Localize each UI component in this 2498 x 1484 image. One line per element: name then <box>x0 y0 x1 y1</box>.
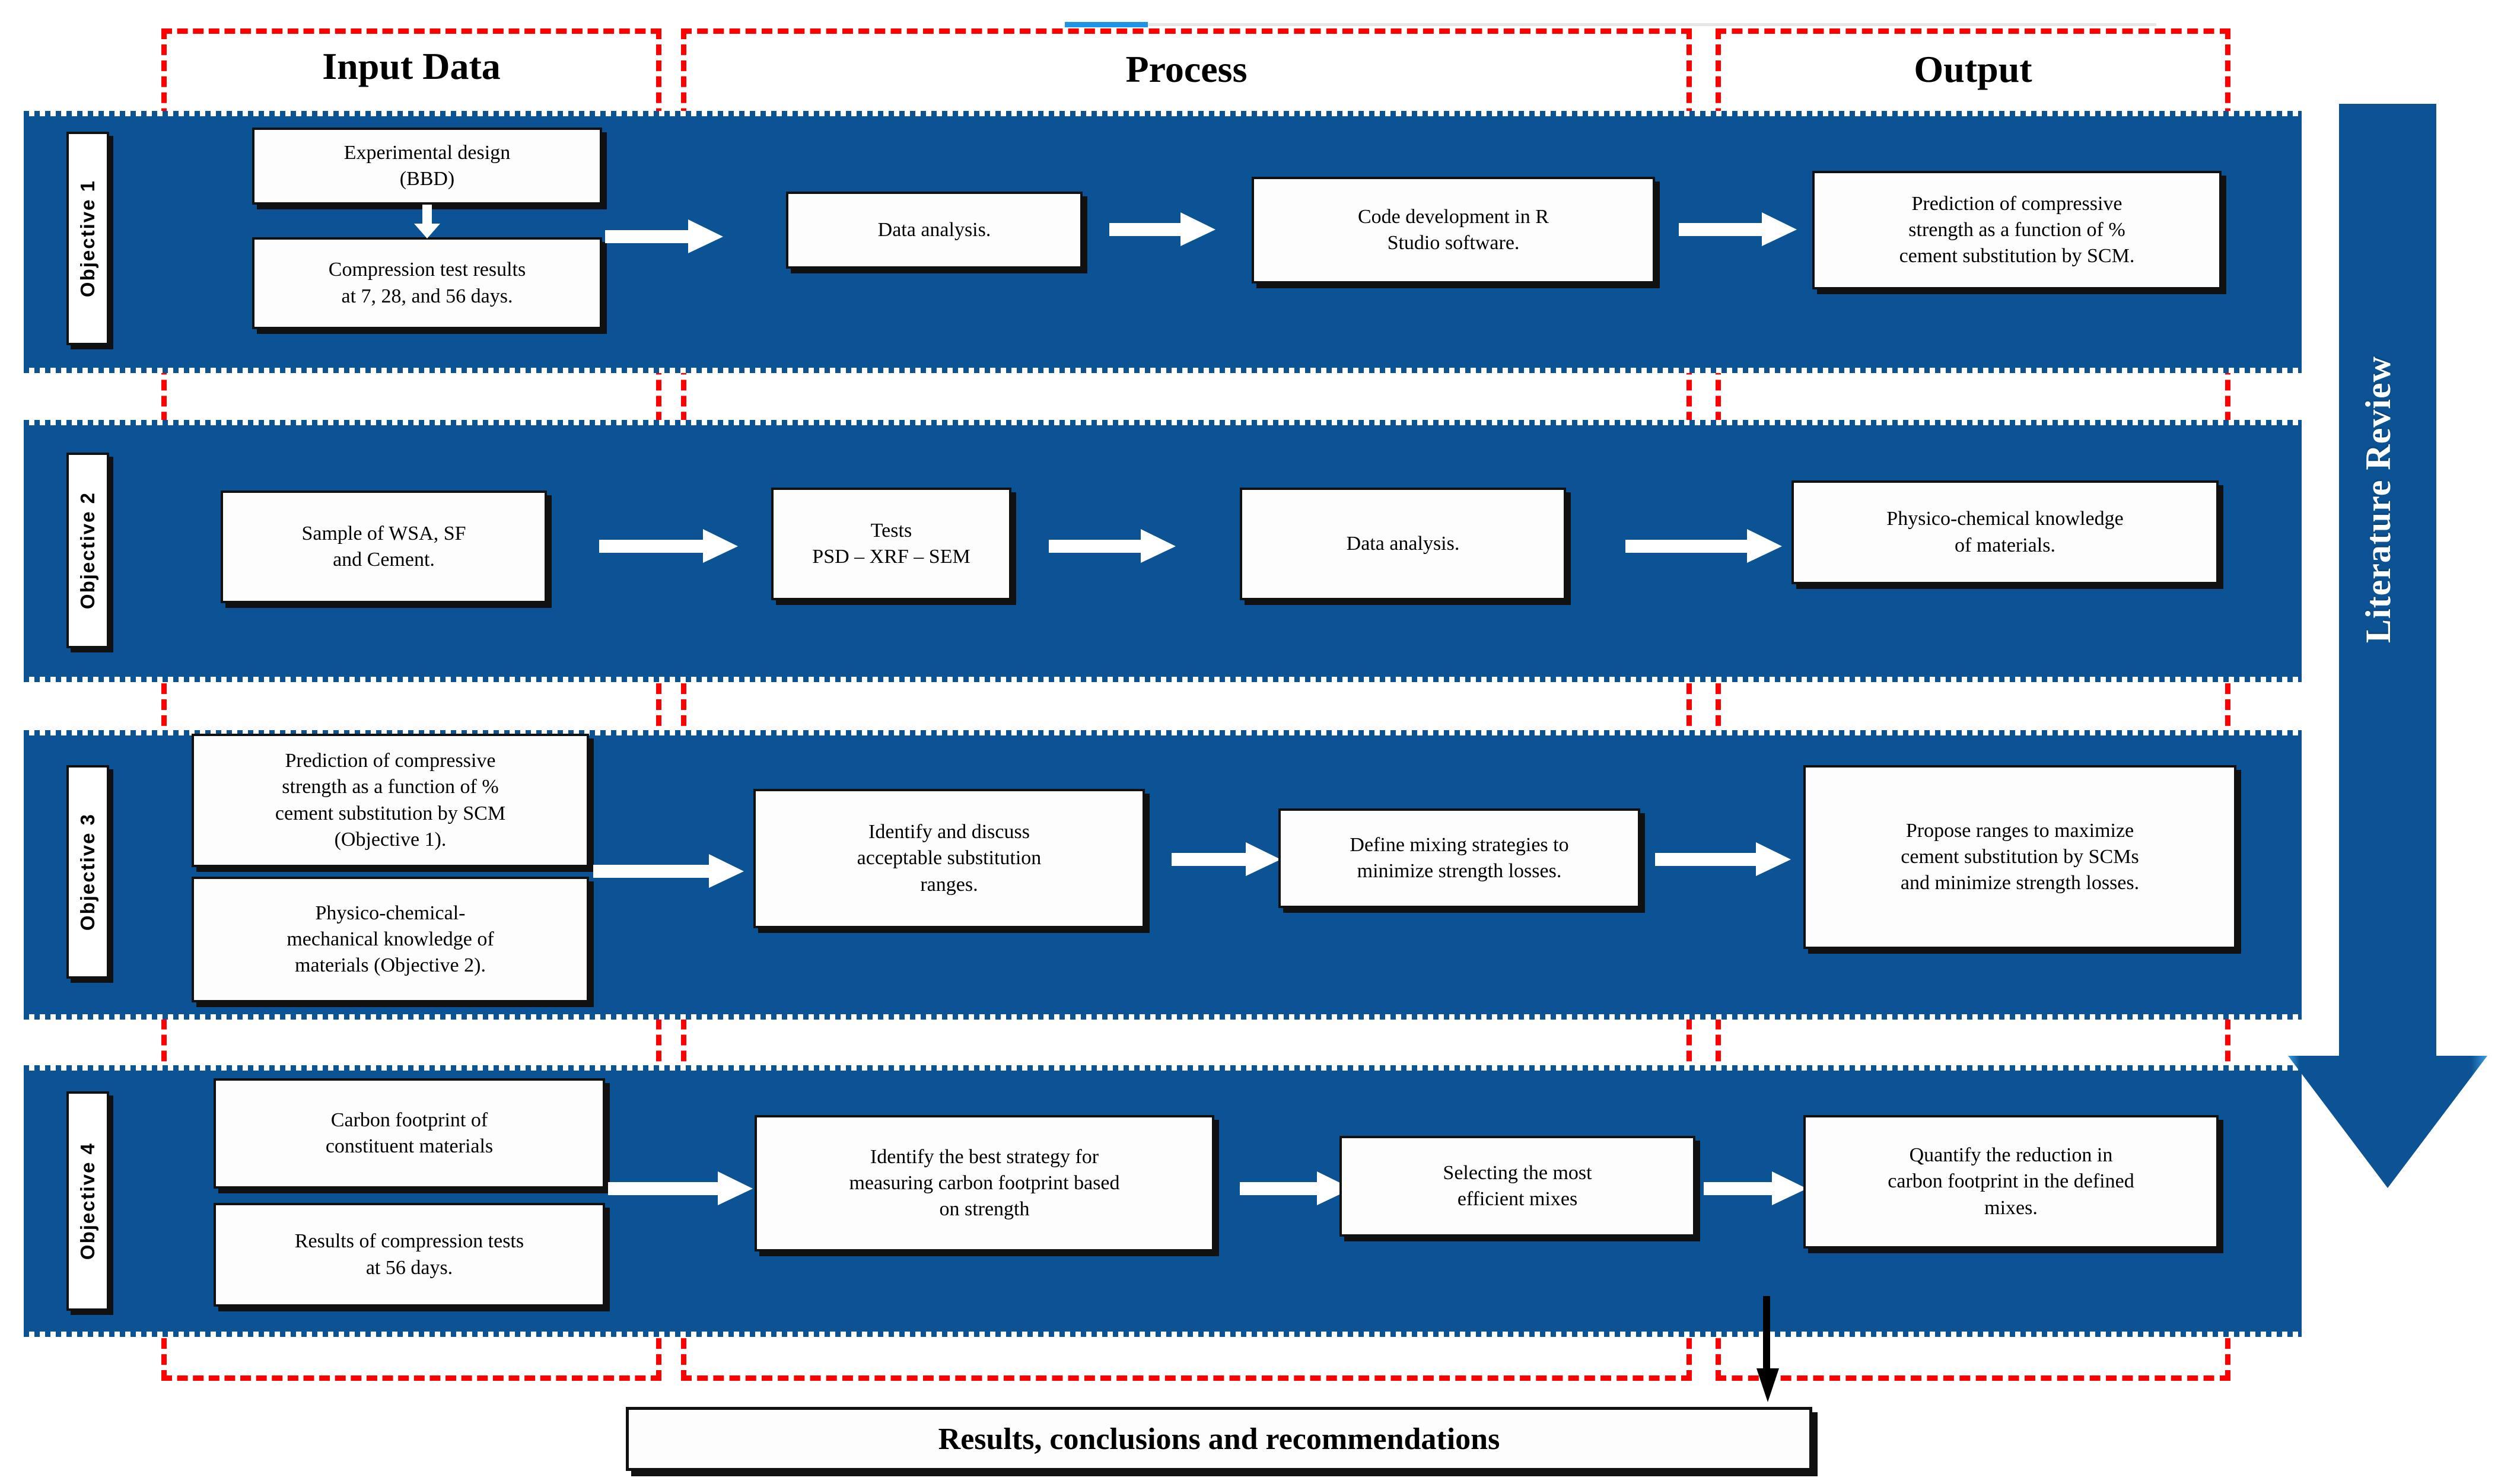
row2-arrow-process-1-to-2 <box>1049 529 1176 563</box>
row1-input-internal-down-arrow <box>409 205 445 239</box>
row1-arrow-process-1-to-2 <box>1109 212 1216 247</box>
objective-1-band-bottom-edge <box>24 368 2302 373</box>
row2-output-box-1: Physico-chemical knowledge of materials. <box>1791 480 2219 584</box>
row2-process-box-2: Data analysis. <box>1240 488 1566 600</box>
row1-output-box-1: Prediction of compressive strength as a … <box>1812 171 2222 289</box>
row4-input-box-2: Results of compression tests at 56 days. <box>214 1203 605 1307</box>
row1-arrow-process-to-output <box>1679 212 1797 247</box>
row1-process-box-1: Data analysis. <box>786 192 1083 269</box>
column-title-output: Output <box>1914 48 2032 90</box>
objective-1-label-chip: Objective 1 <box>66 132 109 345</box>
objective-4-band-top-edge <box>24 1065 2302 1071</box>
row3-input-box-1: Prediction of compressive strength as a … <box>192 734 589 867</box>
column-title-process: Process <box>1125 48 1248 90</box>
row4-arrow-process-1-to-2 <box>1240 1171 1353 1206</box>
objective-3-band-bottom-edge <box>24 1014 2302 1020</box>
objective-2-band-top-edge <box>24 420 2302 425</box>
row3-output-box-1: Propose ranges to maximize cement substi… <box>1803 765 2236 949</box>
objective-3-label-chip: Objective 3 <box>66 765 109 979</box>
row3-process-box-2: Define mixing strategies to minimize str… <box>1278 808 1640 908</box>
row3-arrow-process-to-output <box>1655 842 1791 877</box>
results-conclusions-box: Results, conclusions and recommendations <box>626 1407 1812 1471</box>
objective-2-band-bottom-edge <box>24 677 2302 682</box>
row2-arrow-input-to-process <box>599 529 739 563</box>
row1-process-box-2: Code development in R Studio software. <box>1252 177 1655 284</box>
objective-1-label: Objective 1 <box>77 179 98 298</box>
row2-arrow-process-to-output <box>1625 529 1783 563</box>
row1-input-box-1: Experimental design (BBD) <box>252 128 602 205</box>
row3-input-box-2: Physico-chemical- mechanical knowledge o… <box>192 877 589 1002</box>
row2-input-box-1: Sample of WSA, SF and Cement. <box>221 491 547 603</box>
row4-process-box-1: Identify the best strategy for measuring… <box>755 1115 1214 1251</box>
row4-arrow-process-to-output <box>1704 1171 1808 1206</box>
row3-process-box-1: Identify and discuss acceptable substitu… <box>753 789 1145 928</box>
row4-process-box-2: Selecting the most efficient mixes <box>1339 1136 1695 1237</box>
objective-3-label: Objective 3 <box>77 813 98 931</box>
row3-arrow-input-to-process <box>593 854 744 889</box>
literature-review-arrow <box>2287 104 2489 1189</box>
objective-4-label: Objective 4 <box>77 1142 98 1260</box>
literature-review-label: Literature Review <box>2359 356 2398 644</box>
row4-input-box-1: Carbon footprint of constituent material… <box>214 1078 605 1189</box>
row4-output-box-1: Quantify the reduction in carbon footpri… <box>1803 1115 2219 1249</box>
objective-2-label: Objective 2 <box>77 491 98 610</box>
top-progress-track <box>1065 23 2156 26</box>
top-progress-fill <box>1065 22 1148 27</box>
row1-input-box-2: Compression test results at 7, 28, and 5… <box>252 237 602 329</box>
row2-process-box-1: Tests PSD – XRF – SEM <box>771 488 1011 600</box>
row4-arrow-input-to-process <box>608 1171 753 1206</box>
row3-arrow-process-1-to-2 <box>1172 842 1281 877</box>
objective-2-label-chip: Objective 2 <box>66 453 109 648</box>
column-title-input-data: Input Data <box>322 45 501 87</box>
objective-1-band-top-edge <box>24 111 2302 116</box>
row1-arrow-input-to-process <box>605 219 724 254</box>
objective-4-label-chip: Objective 4 <box>66 1091 109 1311</box>
objective-3-band-top-edge <box>24 730 2302 735</box>
objective-4-band-bottom-edge <box>24 1332 2302 1337</box>
results-connector-arrow <box>1747 1296 1789 1403</box>
